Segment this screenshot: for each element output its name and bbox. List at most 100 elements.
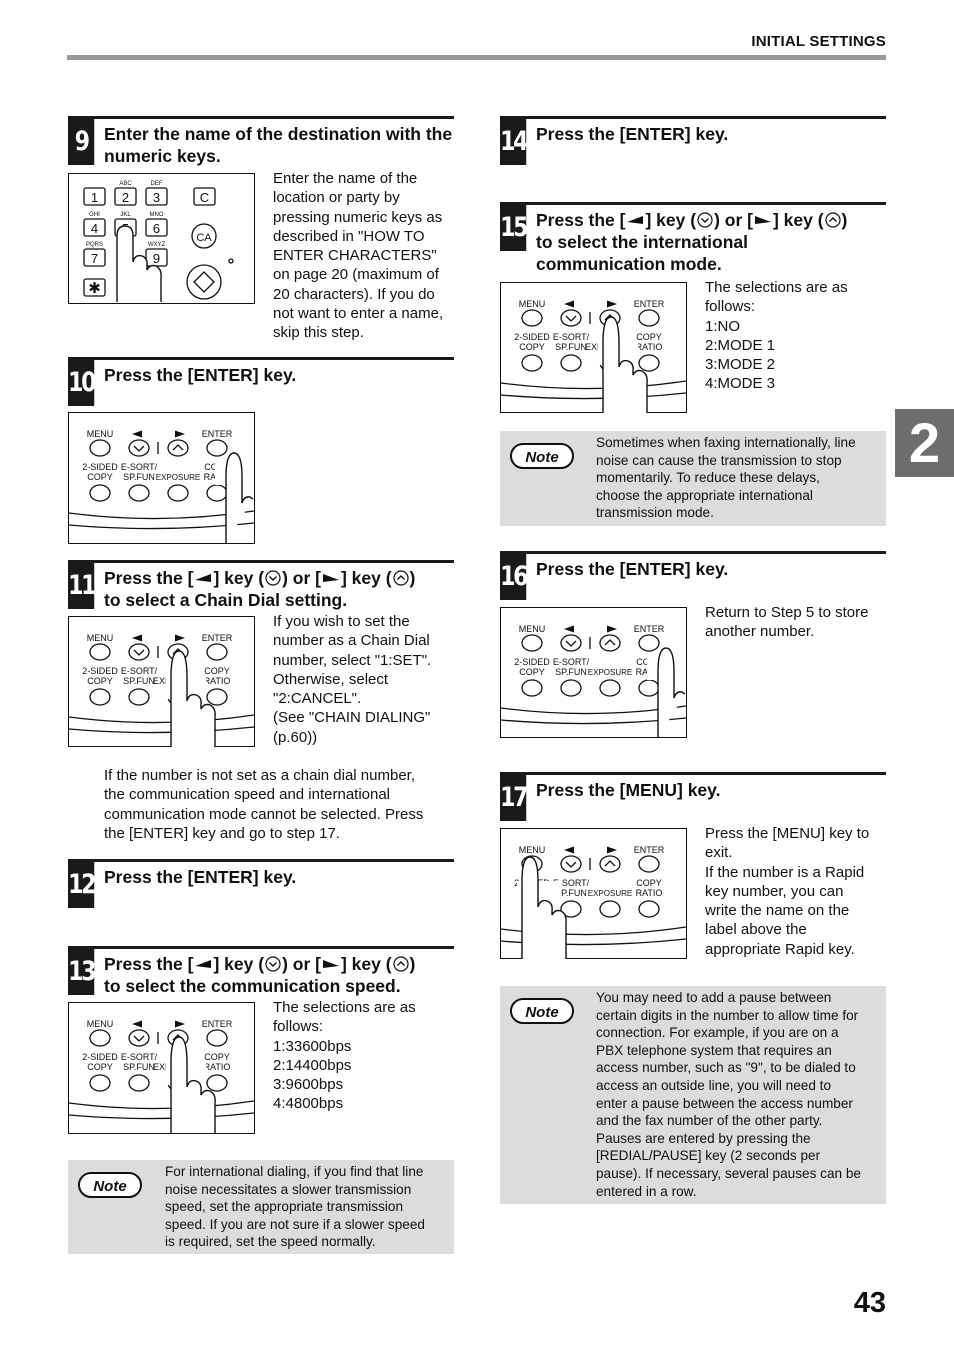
svg-text:COPY: COPY (636, 878, 662, 888)
svg-text:MENU: MENU (87, 633, 114, 643)
chapter-tab: 2 (895, 409, 954, 477)
jkl-label: JKL (120, 212, 131, 218)
svg-text:MENU: MENU (519, 624, 546, 634)
step-9: 9 Enter the name of the destination with… (68, 116, 454, 166)
svg-text:SP.FUN: SP.FUN (555, 342, 587, 352)
step-title: Press the [ENTER] key. (104, 867, 297, 887)
step-number: 17 (500, 775, 529, 821)
key-3-label: 3 (153, 190, 160, 205)
svg-text:COPY: COPY (636, 332, 662, 342)
header-rule (67, 55, 886, 60)
svg-text:ENTER: ENTER (634, 845, 665, 855)
svg-text:ENTER: ENTER (202, 429, 233, 439)
svg-text:COPY: COPY (204, 666, 230, 676)
note-text: Sometimes when faxing internationally, l… (596, 435, 856, 521)
key-1-label: 1 (91, 190, 98, 205)
svg-text:SP.FUN: SP.FUN (123, 676, 155, 686)
step-title: Press the [ENTER] key. (536, 124, 729, 144)
note-pause: Note You may need to add a pause between… (500, 986, 886, 1204)
chevron-down-icon (697, 212, 713, 228)
svg-text:E-SORT/: E-SORT/ (553, 878, 590, 888)
step-number: 9 (68, 119, 95, 165)
chevron-up-icon (824, 212, 841, 228)
svg-text:RATIO: RATIO (204, 676, 231, 686)
left-arrow-icon (195, 573, 212, 582)
svg-text:RATIO: RATIO (636, 342, 663, 352)
step-title: Press the [] key () or [] key ()to selec… (104, 954, 416, 996)
step-16: 16 Press the [ENTER] key. (500, 551, 886, 600)
right-arrow-icon (322, 959, 339, 968)
note-badge: Note (510, 998, 574, 1024)
key-9-label: 9 (153, 251, 160, 266)
note-text: For international dialing, if you find t… (165, 1164, 425, 1250)
step-11-paragraph: If the number is not set as a chain dial… (104, 767, 424, 842)
svg-text:EXPOSURE: EXPOSURE (156, 473, 200, 482)
step-title: Press the [] key () or [] key ()to selec… (104, 568, 416, 610)
left-arrow-icon (627, 215, 644, 224)
svg-text:COPY: COPY (87, 472, 113, 482)
svg-text:RATIO: RATIO (204, 1062, 231, 1072)
note-international-mode: Note Sometimes when faxing international… (500, 431, 886, 526)
key-ca-label: CA (196, 232, 212, 244)
svg-text:ENTER: ENTER (634, 624, 665, 634)
step-number: 13 (68, 949, 97, 995)
key-7-label: 7 (91, 251, 98, 266)
svg-text:2-SIDED: 2-SIDED (82, 666, 118, 676)
ghi-label: GHI (89, 212, 100, 218)
section-title: INITIAL SETTINGS (751, 33, 886, 50)
svg-text:SP.FUN: SP.FUN (555, 888, 587, 898)
svg-text:ENTER: ENTER (202, 633, 233, 643)
svg-text:E-SORT/: E-SORT/ (121, 462, 158, 472)
chevron-up-icon (392, 570, 409, 586)
abc-label: ABC (119, 181, 132, 187)
svg-text:EXPOSURE: EXPOSURE (588, 668, 632, 677)
svg-text:SP.FUN: SP.FUN (555, 667, 587, 677)
svg-text:E-SORT/: E-SORT/ (121, 1052, 158, 1062)
note-badge: Note (510, 443, 574, 469)
step-title: Enter the name of the destination with t… (104, 124, 453, 166)
svg-text:COPY: COPY (204, 1052, 230, 1062)
page-number: 43 (853, 1287, 886, 1319)
svg-text:EXPOSURE: EXPOSURE (588, 889, 632, 898)
chevron-down-icon (265, 956, 281, 972)
step-15: 15 Press the [] key () or [] key ()to se… (500, 202, 886, 274)
control-panel-up-key-illustration: MENUENTER2-SIDEDCOPYE-SORT/SP.FUNEXPOSUR… (68, 616, 255, 747)
step-title: Press the [ENTER] key. (104, 365, 297, 385)
step-number: 10 (68, 360, 97, 406)
chevron-down-icon (265, 570, 281, 586)
svg-text:SP.FUN: SP.FUN (123, 1062, 155, 1072)
step-number: 14 (500, 119, 529, 165)
step-10: 10 Press the [ENTER] key. (68, 357, 454, 406)
svg-text:✱: ✱ (88, 280, 101, 297)
svg-text:2-SIDED: 2-SIDED (82, 1052, 118, 1062)
svg-text:ENTER: ENTER (202, 1019, 233, 1029)
key-c-label: C (200, 190, 209, 205)
svg-text:MENU: MENU (519, 845, 546, 855)
svg-text:E-SORT/: E-SORT/ (121, 666, 158, 676)
svg-text:RATIO: RATIO (636, 888, 663, 898)
step-13: 13 Press the [] key () or [] key ()to se… (68, 946, 454, 996)
step-number: 11 (68, 563, 97, 609)
right-arrow-icon (754, 215, 771, 224)
step-number: 16 (500, 554, 529, 600)
mno-label: MNO (150, 212, 164, 218)
step-title: Press the [] key () or [] key ()to selec… (536, 210, 848, 274)
key-4-label: 4 (91, 221, 98, 236)
svg-text:2-SIDED: 2-SIDED (514, 332, 550, 342)
key-2-label: 2 (122, 190, 129, 205)
step-11: 11 Press the [] key () or [] key ()to se… (68, 560, 454, 610)
step-14: 14 Press the [ENTER] key. (500, 116, 886, 165)
step-number: 15 (500, 205, 529, 251)
svg-text:E-SORT/: E-SORT/ (553, 657, 590, 667)
svg-text:COPY: COPY (519, 667, 545, 677)
control-panel-up-key-illustration: MENUENTER2-SIDEDCOPYE-SORT/SP.FUNEXPOSUR… (500, 282, 687, 413)
step-17: 17 Press the [MENU] key. (500, 772, 886, 821)
